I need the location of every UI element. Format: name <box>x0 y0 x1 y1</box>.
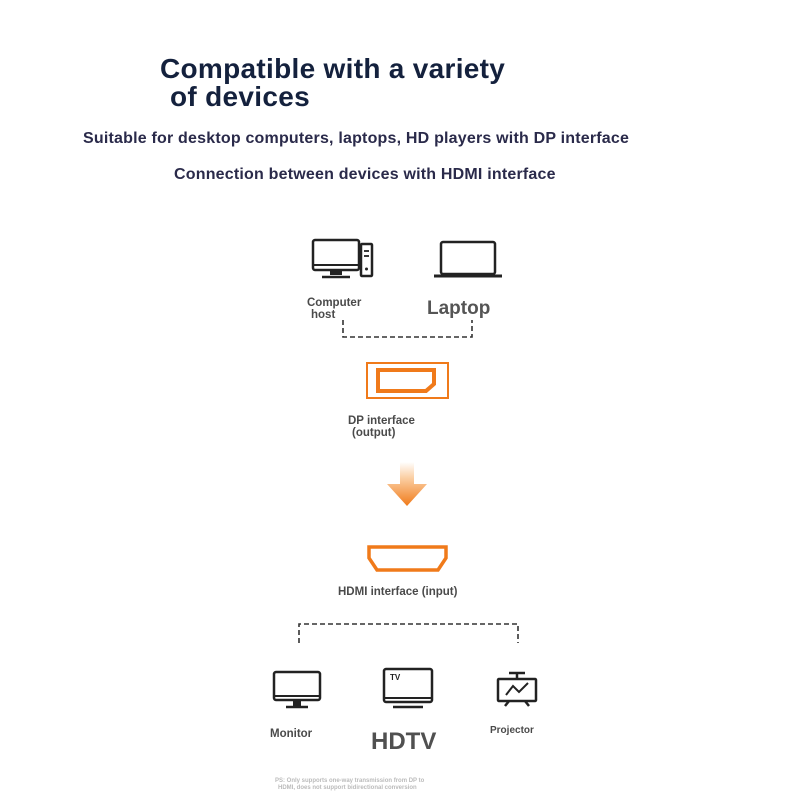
arrow-down-icon <box>387 462 427 506</box>
footnote: PS: Only supports one-way transmission f… <box>275 778 425 791</box>
title-line-1: Compatible with a variety <box>160 53 506 84</box>
title-line-2: of devices <box>170 81 310 112</box>
laptop-icon <box>434 240 502 278</box>
hdmi-interface-label: HDMI interface (input) <box>338 586 458 598</box>
computer-icon <box>311 238 374 279</box>
projector-label: Projector <box>490 725 534 736</box>
hdtv-label: HDTV <box>371 728 437 755</box>
dp-interface-label: DP interface (output) <box>348 415 415 439</box>
laptop-label: Laptop <box>427 298 491 319</box>
monitor-label: Monitor <box>270 728 313 740</box>
tv-icon-text: TV <box>390 673 401 682</box>
computer-host-label: Computer host <box>307 297 362 321</box>
projector-icon <box>496 671 538 707</box>
subtitle-hdmi: Connection between devices with HDMI int… <box>174 166 556 183</box>
tv-icon: TV <box>382 667 434 709</box>
page-title: Compatible with a variety of devices <box>160 55 505 111</box>
hdmi-port-icon <box>367 545 448 572</box>
subtitle-desktop: Suitable for desktop computers, laptops,… <box>83 130 630 147</box>
monitor-icon <box>272 670 322 709</box>
dp-port-icon <box>366 362 449 399</box>
